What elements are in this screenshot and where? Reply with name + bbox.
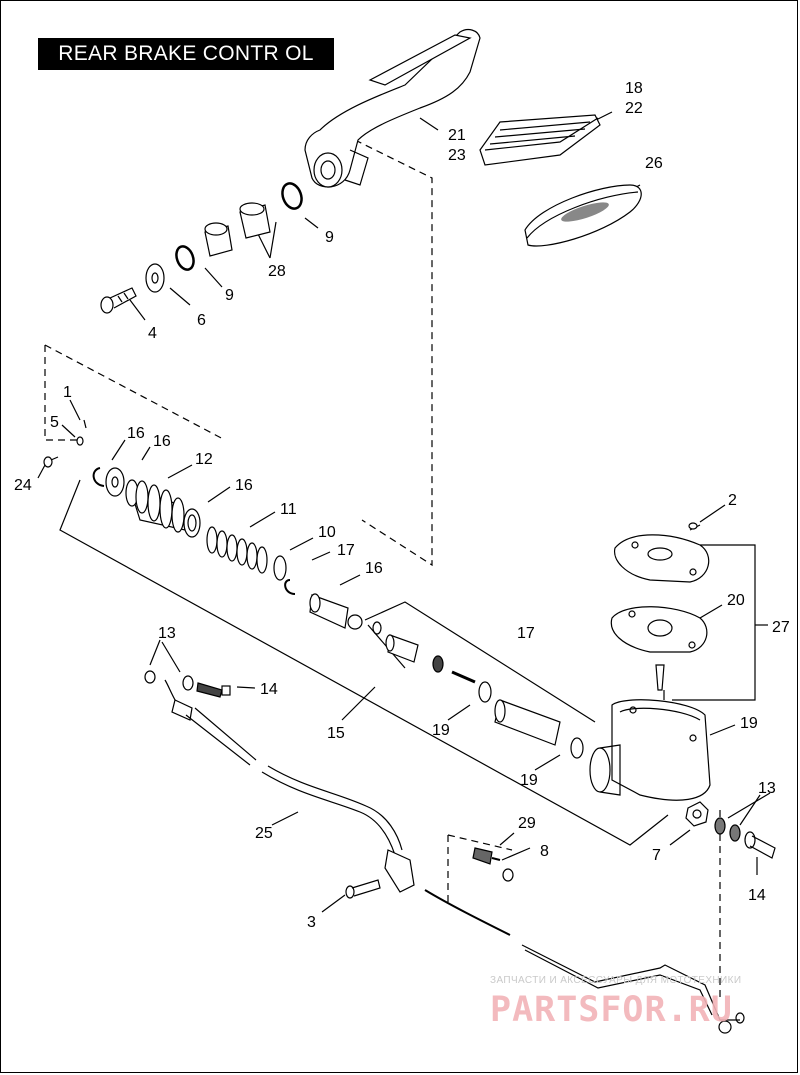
pedal-pad-oval <box>524 184 642 247</box>
bracket-screw <box>345 879 381 899</box>
callout-13: 13 <box>158 625 176 642</box>
callout-29: 29 <box>518 815 536 832</box>
callout-9: 9 <box>225 287 234 304</box>
switch-cap <box>502 868 514 882</box>
o-ring <box>175 245 195 271</box>
hex-nut <box>685 801 709 827</box>
callout-10: 10 <box>318 524 336 541</box>
bushings <box>204 202 271 257</box>
brake-pedal <box>304 28 481 188</box>
bolt <box>100 287 137 314</box>
boot-washer <box>105 467 125 497</box>
cotter-pin <box>83 419 87 429</box>
spring-seat <box>183 508 201 538</box>
retaining-ring <box>76 436 84 446</box>
rear-brake-line <box>424 889 745 1034</box>
crush-washer <box>144 670 156 684</box>
callout-6: 6 <box>197 312 206 329</box>
reservoir-cover <box>614 522 710 583</box>
callout-14: 14 <box>260 681 278 698</box>
callout-11: 11 <box>280 501 297 518</box>
part-callouts: 21 23 18 22 26 9 28 9 6 4 1 5 24 16 16 1… <box>14 80 790 931</box>
callout-1: 1 <box>63 384 72 401</box>
master-cylinder-body <box>589 699 711 801</box>
callout-16: 16 <box>235 477 253 494</box>
banjo-bolt <box>744 831 776 859</box>
retaining-ring <box>92 467 105 487</box>
callout-21: 21 <box>448 127 466 144</box>
callout-17: 17 <box>337 542 355 559</box>
callout-5: 5 <box>50 414 59 431</box>
callout-26: 26 <box>645 155 663 172</box>
crush-washer <box>182 675 194 691</box>
clevis-pin <box>43 456 59 468</box>
piston-assembly <box>372 621 584 759</box>
callout-7: 7 <box>652 847 661 864</box>
callout-9: 9 <box>325 229 334 246</box>
brake-light-switch <box>472 847 501 865</box>
callout-4: 4 <box>148 325 157 342</box>
spring <box>206 526 268 574</box>
brake-line <box>164 679 415 893</box>
callout-17: 17 <box>517 625 535 642</box>
retaining-ring <box>284 579 296 595</box>
callout-22: 22 <box>625 100 643 117</box>
crush-washer <box>729 824 741 842</box>
crush-washer <box>714 817 726 835</box>
pushrod-boot <box>125 479 186 533</box>
banjo-bolt <box>196 682 231 698</box>
callout-19: 19 <box>740 715 758 732</box>
callout-25: 25 <box>255 825 273 842</box>
pedal-pad-ribbed <box>479 114 601 166</box>
callout-24: 24 <box>14 477 32 494</box>
callout-23: 23 <box>448 147 466 164</box>
callout-14: 14 <box>748 887 766 904</box>
diagram-title: REAR BRAKE CONTR OL <box>38 38 334 70</box>
callout-28: 28 <box>268 263 286 280</box>
washer <box>145 263 165 293</box>
callout-16: 16 <box>127 425 145 442</box>
spacer-ring <box>273 555 287 581</box>
callout-16: 16 <box>153 433 171 450</box>
o-ring <box>281 182 303 210</box>
callout-13: 13 <box>758 780 776 797</box>
callout-12: 12 <box>195 451 213 468</box>
callout-18: 18 <box>625 80 643 97</box>
watermark-logo: PARTSFOR.RU <box>490 990 733 1030</box>
callout-15: 15 <box>327 725 345 742</box>
callout-27: 27 <box>772 619 790 636</box>
callout-8: 8 <box>540 843 549 860</box>
callout-16: 16 <box>365 560 383 577</box>
pushrod <box>309 593 363 630</box>
callout-3: 3 <box>307 914 316 931</box>
callout-2: 2 <box>728 492 737 509</box>
watermark-caption: ЗАПЧАСТИ И АКСЕССУАРЫ ДЛЯ МОТОТЕХНИКИ <box>490 975 742 986</box>
callout-19: 19 <box>432 722 450 739</box>
assembly-guide-lines <box>44 139 721 1000</box>
reservoir-gasket <box>610 606 708 691</box>
callout-20: 20 <box>727 592 745 609</box>
callout-19: 19 <box>520 772 538 789</box>
